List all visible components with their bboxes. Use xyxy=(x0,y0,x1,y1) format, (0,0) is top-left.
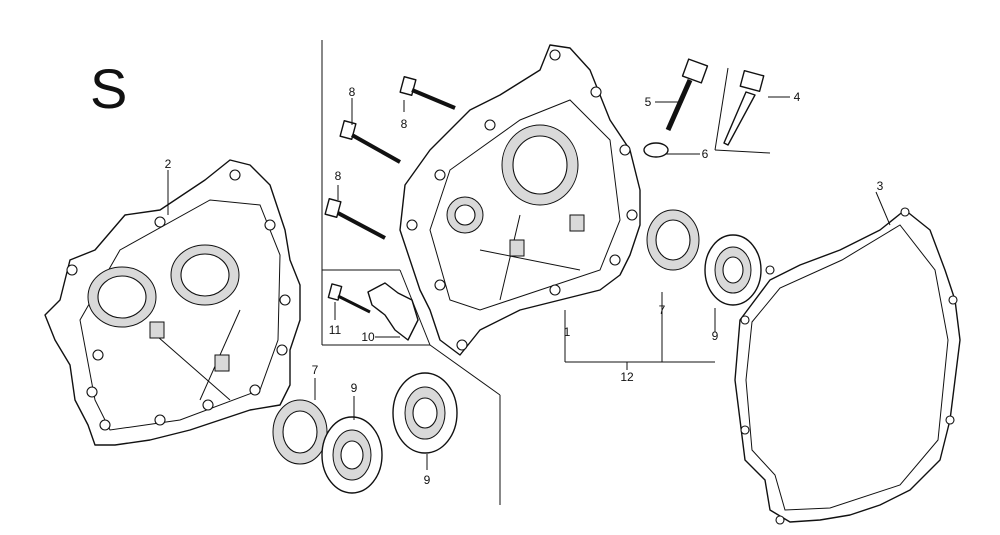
oil-filler-cap xyxy=(723,69,765,146)
o-ring xyxy=(643,142,669,158)
callout-8b: 8 xyxy=(401,117,408,131)
bearing-lower-right xyxy=(392,372,458,454)
callout-9a: 9 xyxy=(712,329,719,343)
bolt-top xyxy=(399,76,456,110)
section-letter: S xyxy=(90,57,127,120)
leader-lines xyxy=(167,96,891,470)
callout-7b: 7 xyxy=(312,363,319,377)
bearing-lower-left xyxy=(321,416,383,494)
divider-lines xyxy=(321,40,771,505)
callout-5: 5 xyxy=(645,95,652,109)
callout-10: 10 xyxy=(361,330,375,344)
callout-1: 1 xyxy=(564,325,571,339)
callout-6: 6 xyxy=(702,147,709,161)
callout-3: 3 xyxy=(877,179,884,193)
callout-12: 12 xyxy=(620,370,634,384)
callout-8c: 8 xyxy=(335,169,342,183)
callouts: 2 3 4 5 6 8 8 8 11 10 7 9 9 1 7 9 12 xyxy=(165,85,884,487)
oil-seal-lower xyxy=(272,399,328,465)
callout-4: 4 xyxy=(794,90,801,104)
crankcase-cover-center xyxy=(399,44,641,356)
callout-9b: 9 xyxy=(351,381,358,395)
oil-dipstick xyxy=(665,58,709,132)
bolt-middle xyxy=(339,120,401,164)
small-bolt xyxy=(327,283,371,314)
callout-9c: 9 xyxy=(424,473,431,487)
callout-7a: 7 xyxy=(659,303,666,317)
callout-8a: 8 xyxy=(349,85,356,99)
callout-2: 2 xyxy=(165,157,172,171)
gasket xyxy=(734,207,961,525)
crankcase-cover-left xyxy=(44,159,301,446)
callout-11: 11 xyxy=(329,323,342,337)
bolt-lower xyxy=(324,198,386,240)
bearing-center xyxy=(704,234,762,306)
breather-clip xyxy=(367,282,419,341)
oil-seal-center xyxy=(646,209,700,271)
